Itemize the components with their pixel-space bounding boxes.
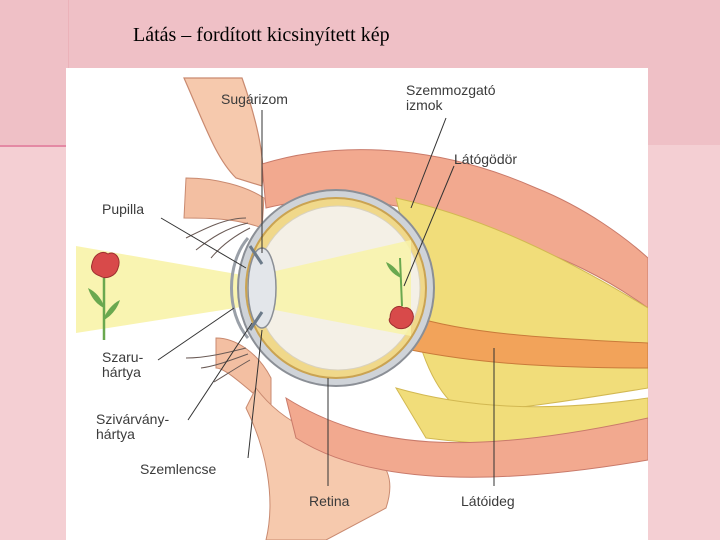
upper-eyelid — [184, 178, 264, 228]
label-iris: Szivárvány-hártya — [96, 412, 196, 442]
label-pupil: Pupilla — [102, 202, 144, 217]
leader-pupil — [161, 218, 246, 268]
label-ciliary-muscle: Sugárizom — [221, 92, 288, 107]
label-fovea: Látógödör — [454, 152, 517, 167]
eye-diagram-panel: Sugárizom Szemmozgató izmok Látógödör Pu… — [66, 68, 648, 540]
decorative-accent-line — [0, 145, 70, 147]
label-eye-muscles: Szemmozgató izmok — [406, 83, 526, 113]
label-optic-nerve: Látóideg — [461, 494, 515, 509]
label-lens: Szemlencse — [140, 462, 216, 477]
label-cornea: Szaru-hártya — [102, 350, 162, 380]
label-retina: Retina — [309, 494, 349, 509]
lens — [248, 248, 276, 328]
slide-title: Látás – fordított kicsinyített kép — [133, 24, 390, 47]
